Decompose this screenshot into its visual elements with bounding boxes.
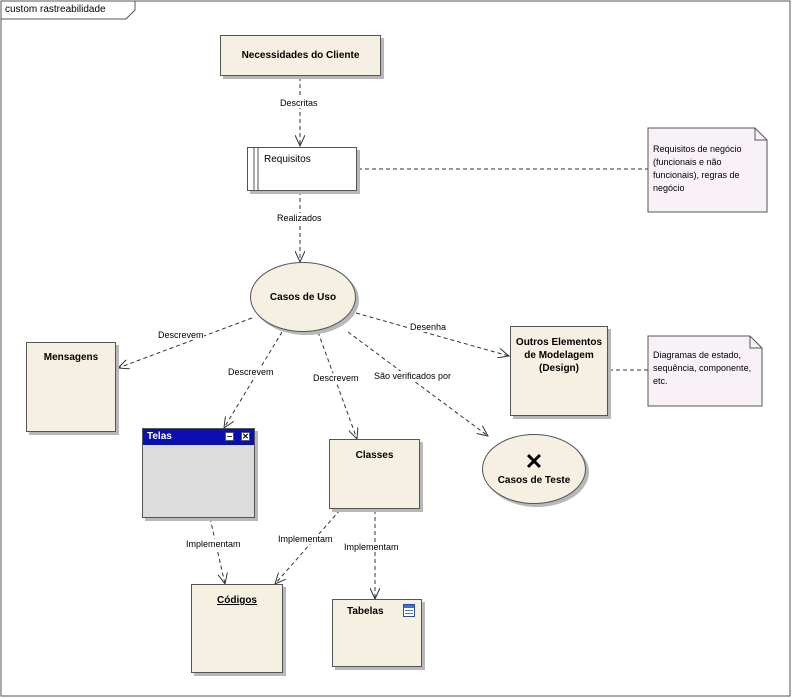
edge-label-implementam-classes-tabelas: Implementam [344,542,399,552]
table-icon [403,604,415,617]
edge-label-implementam-telas: Implementam [186,539,241,549]
edge-label-realizados: Realizados [277,213,322,223]
edge-implementam-classes-codigos [275,509,341,584]
test-cross-icon: ✕ [524,448,544,474]
window-maximize-icon [225,432,234,441]
edge-label-descrevem-classes: Descrevem [313,373,359,383]
requisitos-bar [253,147,259,190]
edge-descrevem-telas [224,331,283,428]
edge-verificados [347,331,488,436]
node-necessidades-do-cliente[interactable]: Necessidades do Cliente [220,35,381,76]
telas-title-bar: Telas ✕ [143,429,254,445]
edge-descrevem-classes [317,331,357,439]
casos-de-uso-label: Casos de Uso [269,291,337,303]
node-casos-de-teste[interactable]: ✕ Casos de Teste [482,434,586,504]
frame-title: custom rastreabilidade [5,4,106,15]
telas-label: Telas [147,431,172,442]
classes-label: Classes [355,450,394,461]
node-casos-de-uso[interactable]: Casos de Uso [250,262,356,332]
tabelas-label: Tabelas [347,606,384,617]
edge-label-descritas: Descritas [280,98,318,108]
note-design: Diagramas de estado, sequência, componen… [653,350,752,386]
codigos-label: Códigos [217,595,257,606]
edge-label-descrevem-telas: Descrevem [228,367,274,377]
necessidades-label: Necessidades do Cliente [241,50,360,61]
node-mensagens[interactable]: Mensagens [26,342,116,432]
note-design-shape [647,335,763,407]
note-requisitos: Requisitos de negócio (funcionais e não … [653,144,742,193]
frame-tab-outline [1,1,136,20]
edge-label-desenha: Desenha [410,322,447,332]
edge-desenha [355,312,509,356]
note-requisitos-shape [647,127,768,213]
node-telas[interactable]: Telas ✕ [142,428,255,518]
node-classes[interactable]: Classes [329,439,420,509]
node-codigos[interactable]: Códigos [191,584,283,673]
edge-label-descrevem-mensagens: Descrevem [158,330,204,340]
node-requisitos[interactable]: Requisitos [247,147,357,191]
mensagens-label: Mensagens [43,352,99,363]
window-close-icon: ✕ [241,432,250,441]
edge-label-verificados: São verificados por [374,371,452,381]
outros-label: Outros Elementos de Modelagem (Design) [515,337,603,374]
edge-descrevem-mensagens [118,317,253,368]
node-tabelas[interactable]: Tabelas [332,599,422,667]
edge-label-implementam-classes-codigos: Implementam [278,534,333,544]
casos-de-teste-label: Casos de Teste [497,474,571,486]
edge-implementam-telas [209,517,225,584]
requisitos-label: Requisitos [264,154,311,165]
node-outros-elementos[interactable]: Outros Elementos de Modelagem (Design) [510,326,608,416]
